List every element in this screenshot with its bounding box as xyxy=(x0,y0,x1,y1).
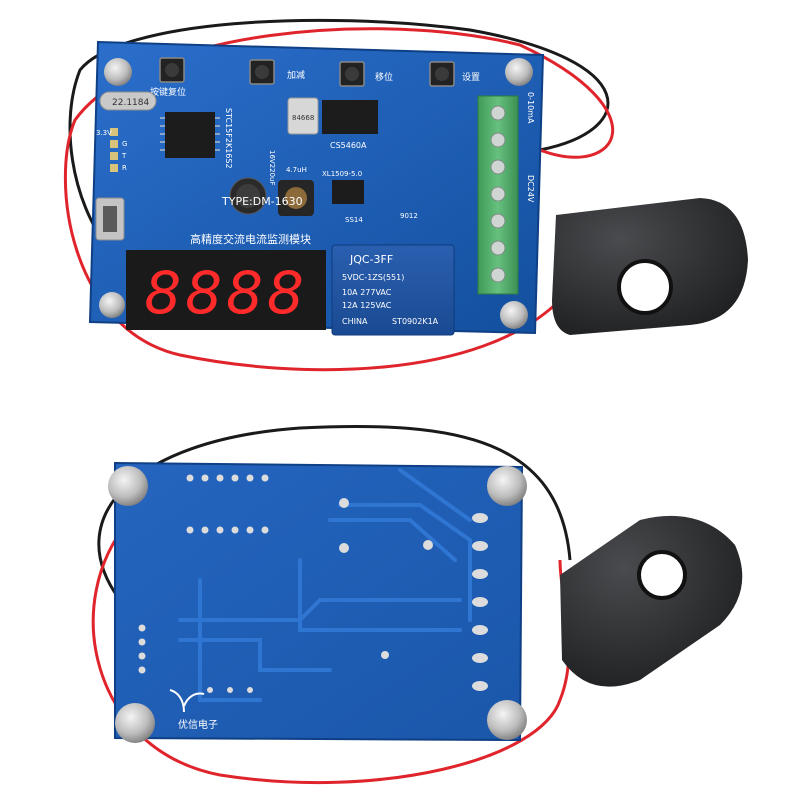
product-label: 高精度交流电流监测模块 xyxy=(190,232,311,246)
terminal-screw-icon[interactable] xyxy=(490,240,506,256)
capacitor-label: 16V220uF xyxy=(268,150,276,186)
current-sensor-front xyxy=(552,198,748,335)
front-view: 按键复位 加减 移位 设置 22.1184 STC15F2K16S2 CS546… xyxy=(63,18,748,372)
terminal-screw-icon[interactable] xyxy=(490,159,506,175)
seven-segment-display xyxy=(126,250,326,330)
screw-icon xyxy=(500,301,528,329)
screw-icon xyxy=(108,466,148,506)
svg-text:T: T xyxy=(121,152,127,160)
display-digits: 8888 xyxy=(144,259,308,327)
screw-icon xyxy=(505,58,533,86)
back-view: 优信电子 xyxy=(91,425,743,785)
ic-label: 84668 xyxy=(292,114,314,122)
svg-text:3.3V: 3.3V xyxy=(96,129,112,137)
mcu-label: STC15F2K16S2 xyxy=(224,108,233,169)
transistor-label: 9012 xyxy=(400,212,418,220)
crystal-label: 22.1184 xyxy=(112,98,149,108)
screw-icon xyxy=(487,466,527,506)
terminal-screw-icon[interactable] xyxy=(490,267,506,283)
type-label: TYPE:DM-1630 xyxy=(221,195,303,208)
button-labels: 按键复位 加减 移位 设置 xyxy=(150,69,480,98)
relay-rating-2: 12A 125VAC xyxy=(342,301,392,310)
solder-pads xyxy=(138,474,488,693)
terminal-screw-icon[interactable] xyxy=(490,105,506,121)
button-label: 设置 xyxy=(462,72,480,83)
terminal-screw-icon[interactable] xyxy=(490,186,506,202)
relay-origin: CHINA xyxy=(342,317,368,326)
brand-label: 优信电子 xyxy=(178,718,218,731)
terminal-label-voltage: DC24V xyxy=(526,175,535,203)
terminal-screw-icon[interactable] xyxy=(490,213,506,229)
screw-icon xyxy=(115,703,155,743)
screw-icon xyxy=(99,292,125,318)
terminal-label-current: 0-10mA xyxy=(526,92,535,124)
header-labels: 3.3V G T R xyxy=(96,129,127,172)
relay-text: JQC-3FF 5VDC-1ZS(551) 10A 277VAC 12A 125… xyxy=(342,253,439,326)
black-wire-back xyxy=(97,425,572,601)
crystal-oscillator xyxy=(99,91,157,111)
inductor-label: 4.7uH xyxy=(286,166,307,174)
adc-chip xyxy=(322,100,378,134)
button-label: 移位 xyxy=(375,71,393,83)
pcb-traces xyxy=(178,468,472,702)
relay-rating-1: 10A 277VAC xyxy=(342,288,392,297)
svg-text:R: R xyxy=(122,164,127,172)
relay-code: ST0902K1A xyxy=(392,317,439,326)
button-label: 按键复位 xyxy=(150,86,186,98)
button-label: 加减 xyxy=(287,69,305,81)
regulator-chip xyxy=(332,180,364,204)
terminal-screw-icon[interactable] xyxy=(490,132,506,148)
red-wire-front xyxy=(63,27,614,372)
mcu-chip xyxy=(165,112,215,158)
adc-label: CS5460A xyxy=(330,141,367,150)
regulator-label: XL1509-5.0 xyxy=(322,170,362,178)
relay-model: 5VDC-1ZS(551) xyxy=(342,273,404,282)
relay xyxy=(331,244,455,336)
screw-icon xyxy=(487,700,527,740)
diode-label: SS14 xyxy=(345,216,363,224)
tactile-buttons xyxy=(159,57,455,87)
current-sensor-back xyxy=(560,515,743,687)
crystal-can xyxy=(287,97,319,135)
pin-header xyxy=(110,128,118,172)
screw-icon xyxy=(104,58,132,86)
svg-text:G: G xyxy=(122,140,127,148)
relay-brand: JQC-3FF xyxy=(349,253,393,266)
sprout-logo-icon xyxy=(169,689,205,713)
terminal-screws xyxy=(490,105,506,283)
